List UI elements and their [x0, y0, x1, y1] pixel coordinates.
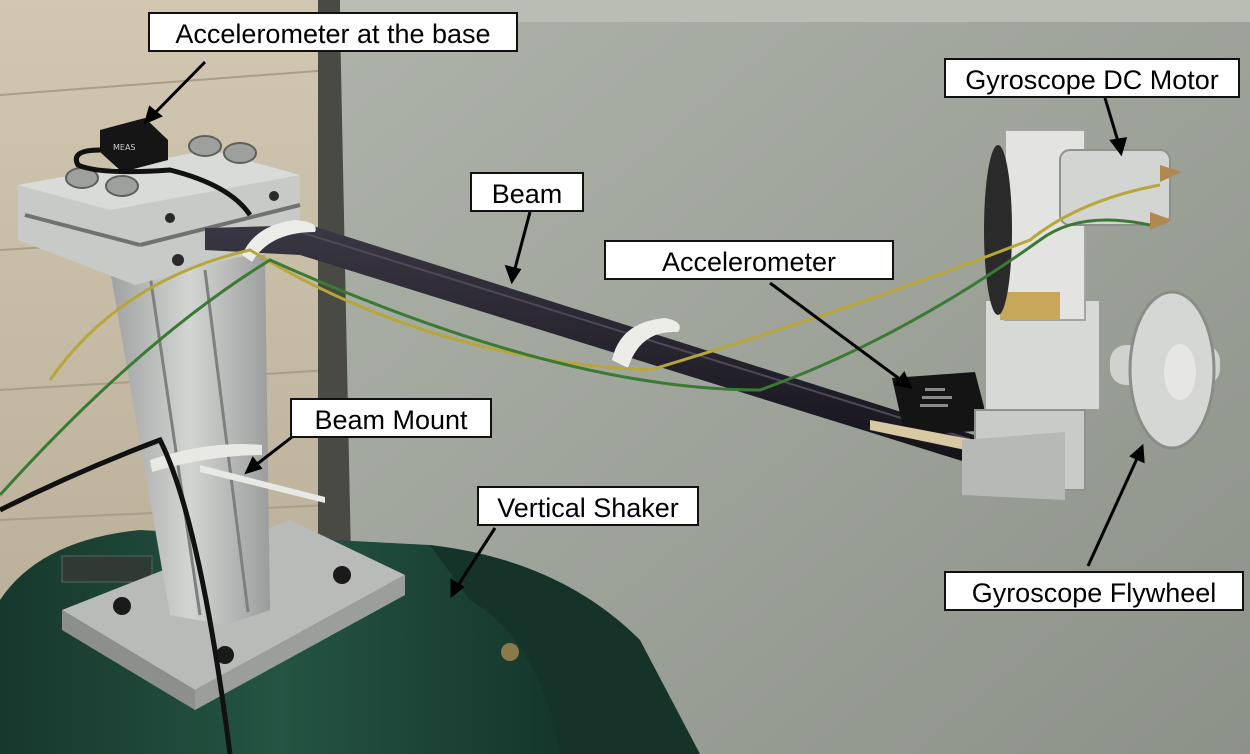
gyro-brass-block [1000, 292, 1060, 320]
shaker-nameplate [61, 555, 153, 583]
flywheel-hub [1164, 344, 1196, 400]
motor-terminal-top [1160, 165, 1182, 182]
wire-yellow [48, 183, 1161, 381]
beam-tip-strip [870, 420, 975, 452]
column-cable-tie-tail [200, 465, 325, 503]
label-beam-mount: Beam Mount [290, 398, 492, 438]
clamp-split-line-2 [139, 203, 301, 247]
shaker-side [430, 545, 700, 754]
base-sensor-cable [73, 147, 253, 217]
base-plate-edge-right [195, 575, 405, 710]
wire-green [0, 218, 1151, 497]
base-plate-edge [62, 610, 195, 710]
column-grooves [148, 269, 250, 616]
motor-terminal-bottom [1150, 212, 1172, 230]
beam-sensor-text [920, 388, 952, 407]
clamp-cable-tie [242, 220, 316, 262]
clamp-holes [165, 191, 279, 266]
gyro-bottom-bracket [962, 432, 1065, 500]
clamp-bolts [65, 135, 257, 197]
clamp-split-line [24, 213, 141, 247]
beam-cable-tie [612, 318, 680, 368]
panel-top-edge [340, 0, 1250, 22]
shaker-bolt [501, 643, 519, 661]
annotation-arrows [143, 60, 1145, 599]
column-cable-tie [150, 444, 262, 472]
wire-black [0, 436, 233, 754]
label-beam: Beam [470, 172, 584, 212]
label-accelerometer: Accelerometer [604, 240, 894, 280]
sensor-marking: MEAS [113, 143, 136, 152]
cantilever-beam [205, 225, 990, 465]
label-gyroscope-flywheel: Gyroscope Flywheel [944, 571, 1244, 611]
beam-clamp-top [18, 150, 300, 210]
label-vertical-shaker: Vertical Shaker [477, 486, 699, 526]
label-gyroscope-dc-motor: Gyroscope DC Motor [944, 58, 1240, 98]
gyro-pulley [984, 145, 1012, 315]
label-accelerometer-at-the-base: Accelerometer at the base [148, 12, 518, 52]
base-accelerometer-sensor [100, 118, 168, 172]
